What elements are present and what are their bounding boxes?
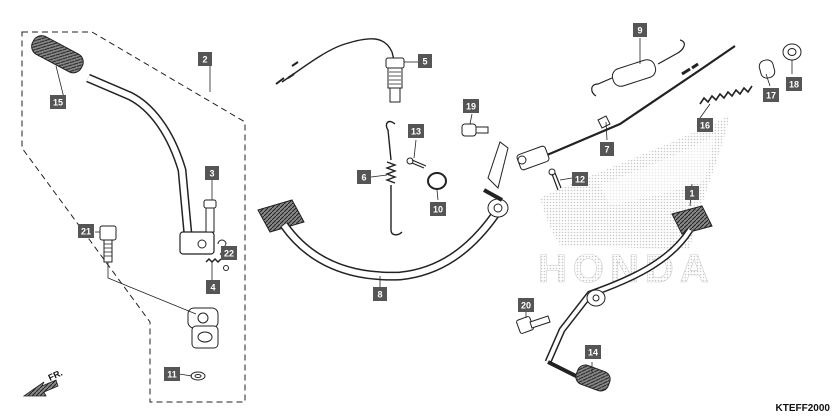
- callout-13: 13: [408, 124, 424, 138]
- svg-text:21: 21: [81, 227, 91, 237]
- callout-19: 19: [463, 99, 479, 113]
- leader-lines: [55, 38, 793, 377]
- callout-7: 7: [600, 142, 614, 156]
- callout-2: 2: [198, 52, 212, 66]
- svg-text:9: 9: [637, 26, 642, 36]
- collar-17: [758, 59, 776, 79]
- callout-17: 17: [763, 88, 779, 102]
- callout-18: 18: [786, 77, 802, 91]
- cotter-pin-13: [406, 157, 427, 169]
- callout-16: 16: [697, 118, 713, 132]
- svg-text:10: 10: [433, 205, 443, 215]
- svg-text:2: 2: [202, 55, 207, 65]
- flange-bolt-20: [516, 315, 551, 334]
- svg-text:13: 13: [411, 127, 421, 137]
- svg-text:17: 17: [766, 91, 776, 101]
- callout-boxes: 2 3 22 4 21 11 15 5 6 13 10 19 8 9 7 16 …: [50, 23, 802, 381]
- assembly-boundary: [21, 31, 246, 403]
- callout-4: 4: [206, 280, 220, 294]
- svg-text:16: 16: [700, 121, 710, 131]
- svg-text:19: 19: [466, 102, 476, 112]
- svg-text:11: 11: [167, 370, 177, 380]
- nut-18: [782, 43, 802, 61]
- brake-rod: [516, 45, 736, 171]
- svg-text:5: 5: [422, 57, 427, 67]
- svg-text:14: 14: [588, 348, 598, 358]
- callout-11: 11: [164, 367, 180, 381]
- callout-22: 22: [221, 246, 237, 260]
- callout-20: 20: [518, 298, 534, 312]
- callout-3: 3: [205, 166, 219, 180]
- front-direction-arrow: FR.: [22, 368, 64, 397]
- callout-5: 5: [418, 54, 432, 68]
- callout-10: 10: [430, 202, 446, 216]
- svg-text:8: 8: [377, 290, 382, 300]
- callout-15: 15: [50, 95, 66, 109]
- gear-shift-pedal: [31, 35, 215, 255]
- washer-11: [190, 371, 206, 381]
- stand-spring-9: [591, 39, 685, 97]
- svg-text:4: 4: [210, 283, 215, 293]
- brake-pedal-right: [544, 205, 713, 380]
- rod-spring-16: [699, 85, 753, 105]
- svg-text:12: 12: [575, 175, 585, 185]
- callout-14: 14: [585, 345, 601, 359]
- rubber-ring-10: [427, 172, 447, 190]
- callout-8: 8: [373, 287, 387, 301]
- flange-bolt-21: [99, 225, 117, 263]
- svg-text:1: 1: [689, 189, 694, 199]
- brake-pedal-spring: [385, 120, 403, 236]
- callout-1: 1: [685, 186, 699, 200]
- svg-text:22: 22: [224, 249, 234, 259]
- callout-12: 12: [572, 172, 588, 186]
- pivot-bolt-19: [461, 123, 489, 137]
- svg-text:18: 18: [789, 80, 799, 90]
- svg-text:7: 7: [604, 145, 609, 155]
- cotter-pin-12: [548, 168, 562, 191]
- svg-text:15: 15: [53, 98, 63, 108]
- honda-wing-watermark: HONDA: [538, 115, 730, 291]
- svg-text:6: 6: [361, 173, 366, 183]
- diagram-code: KTEFF2000: [775, 403, 830, 414]
- stop-switch-cable: [275, 38, 405, 103]
- direction-label: FR.: [47, 368, 64, 383]
- callout-9: 9: [633, 23, 647, 37]
- callout-21: 21: [78, 224, 94, 238]
- callout-6: 6: [357, 170, 371, 184]
- footpeg-rubber-14: [575, 364, 611, 392]
- gear-shift-arm: [187, 307, 219, 349]
- watermark-text: HONDA: [538, 247, 715, 291]
- bolt-3: [203, 199, 217, 233]
- svg-text:3: 3: [209, 169, 214, 179]
- spring-washer-4: [205, 239, 229, 271]
- brake-pedal: [257, 141, 509, 281]
- svg-text:20: 20: [521, 301, 531, 311]
